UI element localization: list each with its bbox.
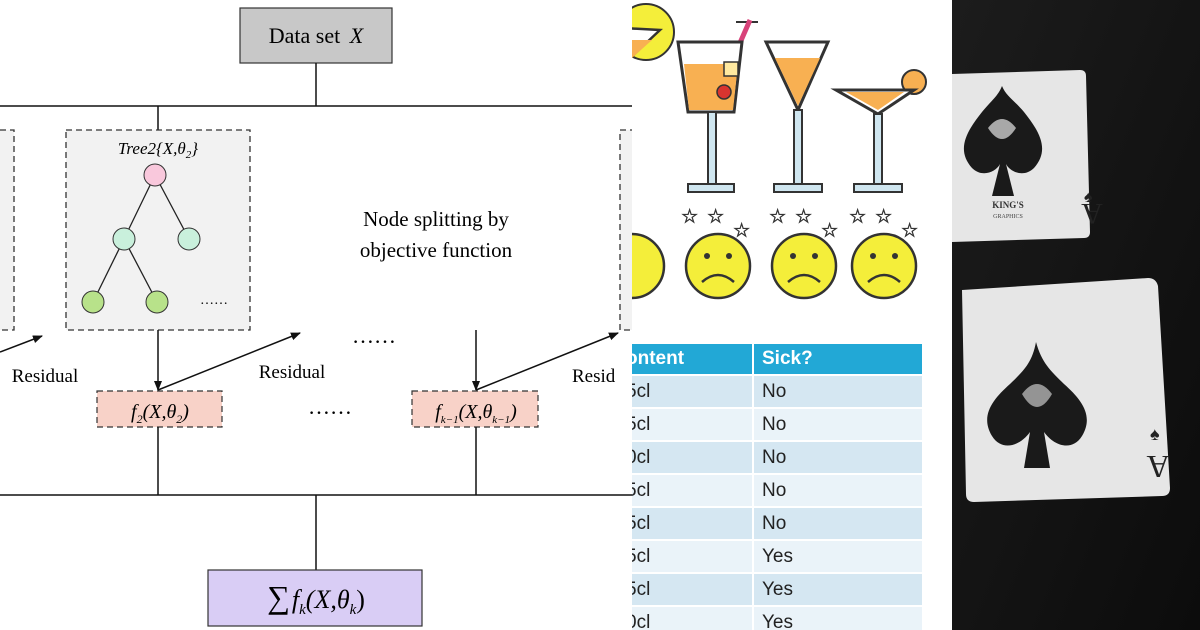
table-cell: No — [753, 374, 924, 408]
svg-text:★: ★ — [796, 207, 811, 226]
table-cell: 5cl — [632, 539, 754, 573]
playing-cards-panel: KING'S GRAPHICS ♠ A ♠ A — [952, 0, 1200, 630]
table-cell: Yes — [753, 605, 924, 630]
card-brand-label: KING'S — [992, 200, 1024, 210]
table-row: 5clNo — [632, 473, 924, 507]
node-splitting-line2: objective function — [360, 238, 513, 262]
sad-face-icon — [684, 232, 752, 300]
table-cell: 0cl — [632, 440, 754, 474]
boosting-diagram: Data set X Tree2{X,θ2} …… Node splitting… — [0, 7, 632, 627]
node-splitting-line1: Node splitting by — [363, 207, 509, 231]
glass-partial-icon — [632, 3, 675, 61]
sad-face-icon — [632, 232, 666, 300]
svg-text:★: ★ — [734, 221, 749, 240]
sum-box — [207, 569, 423, 627]
table-cell: No — [753, 440, 924, 474]
fk1-box — [411, 390, 539, 428]
residual-arrow-left — [0, 335, 43, 353]
tree-more-ellipsis: …… — [200, 293, 228, 308]
ace-of-spades-card-bottom: ♠ A — [962, 278, 1170, 502]
cocktails-illustration: ★ ★ ★ ★ ★ ★ ★ ★ ★ — [632, 3, 927, 300]
tree2-label: Tree2{X,θ2} — [118, 139, 198, 161]
boosting-diagram-panel: Data set X Tree2{X,θ2} …… Node splitting… — [0, 7, 632, 627]
fk1-label: fk−1(X,θk−1) — [435, 401, 517, 426]
table-header-row: ontent Sick? — [632, 344, 924, 375]
residual-label-middle: Residual — [259, 362, 326, 383]
table-cell: No — [753, 473, 924, 507]
table-header-content: ontent — [632, 344, 754, 375]
table-row: 5clNo — [632, 374, 924, 408]
lower-ellipsis: …… — [308, 394, 352, 419]
sum-label: ∑fk(X,θk) — [267, 579, 365, 618]
table-row: 5clNo — [632, 407, 924, 441]
sad-face-icon — [770, 232, 838, 300]
f2-label: f2(X,θ2) — [131, 401, 189, 426]
svg-text:★: ★ — [902, 221, 917, 240]
tree-leaf-node — [177, 227, 201, 251]
table-cell: No — [753, 407, 924, 441]
table-cell: 0cl — [632, 605, 754, 630]
svg-text:★: ★ — [822, 221, 837, 240]
residual-arrow-right — [475, 332, 619, 391]
table-row: 0clYes — [632, 605, 924, 630]
table-cell: No — [753, 506, 924, 540]
table-cell: 5cl — [632, 506, 754, 540]
dataset-label: Data set X — [269, 23, 365, 48]
card-brand-sublabel: GRAPHICS — [993, 214, 1023, 220]
dataset-box — [239, 7, 393, 64]
residual-label-left: Residual — [12, 366, 79, 387]
tree-edges — [92, 174, 190, 303]
sad-face-icon — [850, 232, 918, 300]
svg-text:★: ★ — [850, 207, 865, 226]
table-row: 5clNo — [632, 506, 924, 540]
rating-stars: ★ ★ ★ ★ ★ ★ ★ ★ ★ — [681, 206, 917, 240]
table-header-sick: Sick? — [753, 344, 924, 375]
coupe-glass-icon — [830, 69, 927, 193]
playing-cards-photo: KING'S GRAPHICS ♠ A ♠ A — [952, 0, 1200, 630]
table-cell: Yes — [753, 572, 924, 606]
card-rank-top: A — [1081, 197, 1103, 230]
tree1-box-partial — [0, 129, 15, 331]
treek-box-partial — [619, 129, 632, 331]
martini-glass-icon — [763, 40, 831, 193]
table-cell: 5cl — [632, 572, 754, 606]
middle-ellipsis: …… — [352, 323, 396, 348]
f2-box — [96, 390, 223, 428]
table-row: 5clYes — [632, 539, 924, 573]
table-row: 5clYes — [632, 572, 924, 606]
svg-text:★: ★ — [876, 207, 891, 226]
card-rank-bottom: A — [1146, 449, 1169, 485]
table-cell: 5cl — [632, 407, 754, 441]
spade-pip-icon: ♠ — [1150, 424, 1160, 444]
table-cell: Yes — [753, 539, 924, 573]
table-cell: 5cl — [632, 473, 754, 507]
spade-pip-icon: ♠ — [1084, 189, 1093, 206]
cocktails-panel: ★★★ ★★★ ★★★ ontent Sick? 5clNo 5clNo 0cl… — [632, 0, 952, 630]
tree-leaf-node — [145, 290, 169, 314]
highball-glass-icon — [676, 18, 758, 193]
residual-arrow-middle — [157, 332, 301, 391]
svg-text:★: ★ — [770, 207, 785, 226]
svg-text:★: ★ — [708, 207, 723, 226]
ace-of-spades-card-top: KING'S GRAPHICS ♠ A — [952, 70, 1103, 242]
table-cell: 5cl — [632, 374, 754, 408]
tree-leaf-node — [81, 290, 105, 314]
tree-root-node — [143, 163, 167, 187]
table-row: 0clNo — [632, 440, 924, 474]
svg-text:★: ★ — [682, 207, 697, 226]
residual-label-right: Resid — [572, 366, 616, 387]
sickness-table: ontent Sick? 5clNo 5clNo 0clNo 5clNo 5cl… — [632, 344, 924, 630]
tree-internal-node — [112, 227, 136, 251]
